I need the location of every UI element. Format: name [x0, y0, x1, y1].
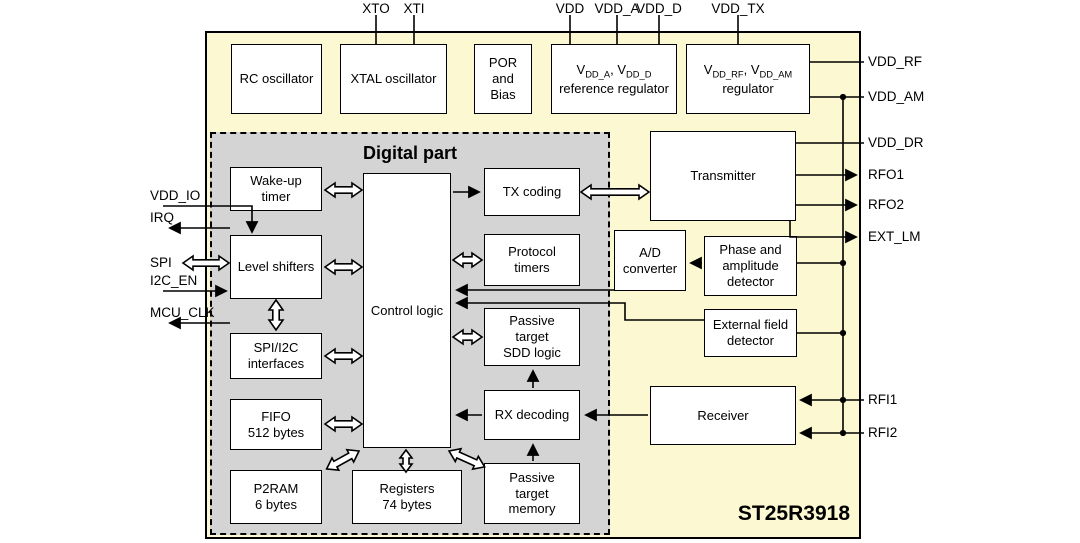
block-label: External field [712, 317, 789, 333]
pin-label-irq: IRQ [150, 210, 175, 225]
block-label: VDD_A, VDD_D [576, 61, 652, 80]
block-label: Passive [509, 313, 555, 329]
block-label: RX decoding [494, 407, 570, 423]
pin-label-rfi1: RFI1 [868, 392, 898, 407]
block-label: and [492, 71, 514, 87]
block-label: A/D [639, 244, 661, 260]
pin-label-vdd-tx: VDD_TX [711, 1, 765, 16]
block-label: Protocol [508, 244, 556, 260]
block-external-field-detector: External field detector [704, 309, 797, 357]
chip-name: ST25R3918 [737, 502, 850, 525]
block-label: Bias [490, 86, 516, 102]
block-label: 512 bytes [247, 424, 305, 440]
block-control-logic: Control logic [363, 173, 451, 448]
pin-label-xto: XTO [362, 1, 390, 16]
pin-label-vdd: VDD [555, 1, 585, 16]
block-label: interfaces [247, 356, 305, 371]
block-label: Level shifters [237, 259, 315, 275]
block-label: Registers [379, 481, 435, 497]
pin-label-spi: SPI [150, 255, 172, 270]
block-passive-target-memory: Passive target memory [484, 463, 580, 524]
block-label: detector [727, 333, 774, 348]
block-por-bias: POR and Bias [474, 44, 532, 114]
block-label: VDD_RF, VDD_AM [703, 61, 793, 80]
block-label: SPI/I2C [253, 340, 299, 356]
block-receiver: Receiver [650, 386, 796, 445]
block-wake-up-timer: Wake-up timer [230, 167, 322, 211]
block-level-shifters: Level shifters [230, 235, 322, 299]
pin-label-vdd-io: VDD_IO [150, 188, 201, 203]
block-label: FIFO [261, 408, 291, 424]
block-label: memory [508, 501, 556, 517]
pin-label-vdd-a: VDD_A [594, 1, 640, 16]
block-protocol-timers: Protocol timers [484, 234, 580, 286]
block-p2ram: P2RAM 6 bytes [230, 470, 322, 524]
pin-label-rfo1: RFO1 [868, 167, 905, 182]
block-spi-i2c-interfaces: SPI/I2C interfaces [230, 333, 322, 379]
block-label: regulator [722, 80, 774, 96]
pin-label-i2c-en: I2C_EN [150, 273, 198, 288]
block-label: Wake-up [250, 173, 302, 189]
digital-part-title: Digital part [362, 143, 457, 163]
block-transmitter: Transmitter [650, 131, 796, 221]
pin-label-mcu-clk: MCU_CLK [150, 305, 215, 320]
block-label: 6 bytes [255, 497, 297, 512]
block-registers: Registers 74 bytes [352, 470, 462, 524]
block-label: 74 bytes [382, 497, 432, 512]
block-label: RC oscillator [239, 71, 314, 87]
block-label: detector [727, 273, 774, 289]
block-label: XTAL oscillator [350, 71, 437, 87]
block-phase-amplitude-detector: Phase and amplitude detector [704, 236, 797, 296]
block-label: Transmitter [690, 168, 756, 184]
block-label: timer [261, 189, 291, 204]
block-passive-target-sdd-logic: Passive target SDD logic [484, 308, 580, 366]
block-label: target [515, 485, 549, 501]
block-label: Control logic [370, 302, 444, 318]
pin-label-vdd-am: VDD_AM [868, 89, 925, 104]
block-ad-converter: A/D converter [614, 230, 686, 291]
block-rx-decoding: RX decoding [484, 390, 580, 440]
pin-label-rfi2: RFI2 [868, 425, 898, 440]
pin-label-xti: XTI [403, 1, 425, 16]
block-label: amplitude [722, 258, 779, 274]
block-fifo: FIFO 512 bytes [230, 399, 322, 450]
block-xtal-oscillator: XTAL oscillator [340, 44, 447, 114]
pin-label-vdd-rf: VDD_RF [868, 54, 923, 69]
pin-label-rfo2: RFO2 [868, 197, 905, 212]
block-label: converter [622, 260, 678, 276]
block-rf-regulator: VDD_RF, VDD_AM regulator [686, 44, 810, 114]
block-label: Receiver [697, 407, 749, 423]
pin-label-vdd-d: VDD_D [636, 1, 682, 16]
block-tx-coding: TX coding [484, 168, 580, 216]
block-label: Passive [509, 469, 555, 485]
block-label: timers [514, 260, 550, 275]
block-label: Phase and [719, 242, 782, 258]
pin-label-vdd-dr: VDD_DR [868, 135, 924, 150]
block-label: SDD logic [503, 344, 561, 360]
block-label: TX coding [502, 184, 562, 200]
block-reference-regulator: VDD_A, VDD_D reference regulator [551, 44, 677, 114]
pin-label-ext-lm: EXT_LM [868, 229, 921, 244]
block-label: reference regulator [559, 80, 669, 96]
block-label: P2RAM [253, 481, 299, 497]
block-label: POR [488, 55, 518, 71]
block-label: target [515, 329, 549, 345]
block-rc-oscillator: RC oscillator [231, 44, 322, 114]
